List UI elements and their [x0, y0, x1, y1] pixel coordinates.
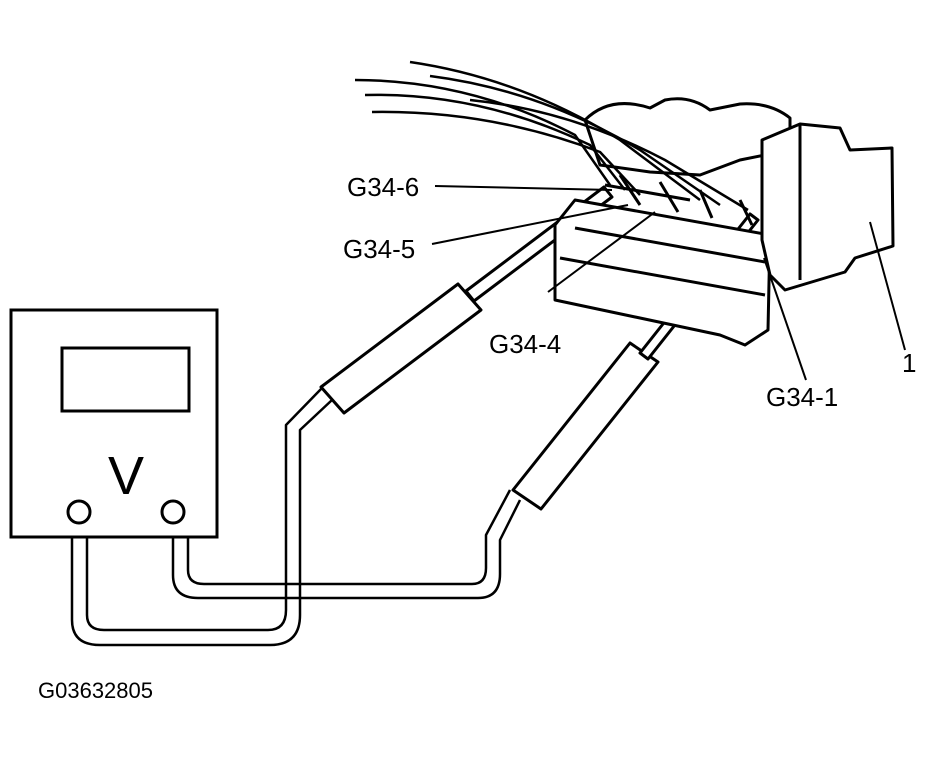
connector-side-block: [760, 122, 895, 292]
leader-g34-1: [763, 257, 807, 381]
leader-lines: [431, 185, 906, 381]
meter-terminal-left: [66, 499, 92, 525]
leader-g34-4: [547, 211, 656, 293]
lead-wire-right-inner: [186, 489, 512, 586]
connector-cavities: [604, 174, 754, 226]
label-g34-4: G34-4: [489, 329, 561, 359]
probe-lower-handle: [511, 341, 660, 511]
voltmeter: [9, 308, 219, 539]
leader-g34-6: [434, 185, 613, 191]
connector-lower-body: [553, 198, 772, 347]
voltmeter-symbol: V: [108, 446, 144, 506]
wire-harness: [354, 60, 749, 212]
lead-wire-left-inner: [85, 387, 323, 632]
lead-wires: [70, 387, 522, 647]
connector-top-housing: [583, 97, 792, 177]
leader-connector-1: [869, 221, 906, 351]
connector-assembly: [553, 97, 895, 347]
lead-wire-right-outer: [171, 499, 522, 600]
connector-edge-line-2: [559, 256, 766, 297]
label-connector-1: 1: [902, 348, 916, 378]
probe-upper-handle: [319, 282, 483, 415]
voltmeter-display: [60, 346, 191, 413]
meter-terminal-right: [160, 499, 186, 525]
lead-wire-left-outer: [70, 399, 333, 647]
figure-id: G03632805: [38, 678, 153, 703]
leader-g34-5: [431, 204, 629, 245]
connector-edge-line: [574, 226, 766, 264]
label-g34-6: G34-6: [347, 172, 419, 202]
label-g34-1: G34-1: [766, 382, 838, 412]
label-g34-5: G34-5: [343, 234, 415, 264]
